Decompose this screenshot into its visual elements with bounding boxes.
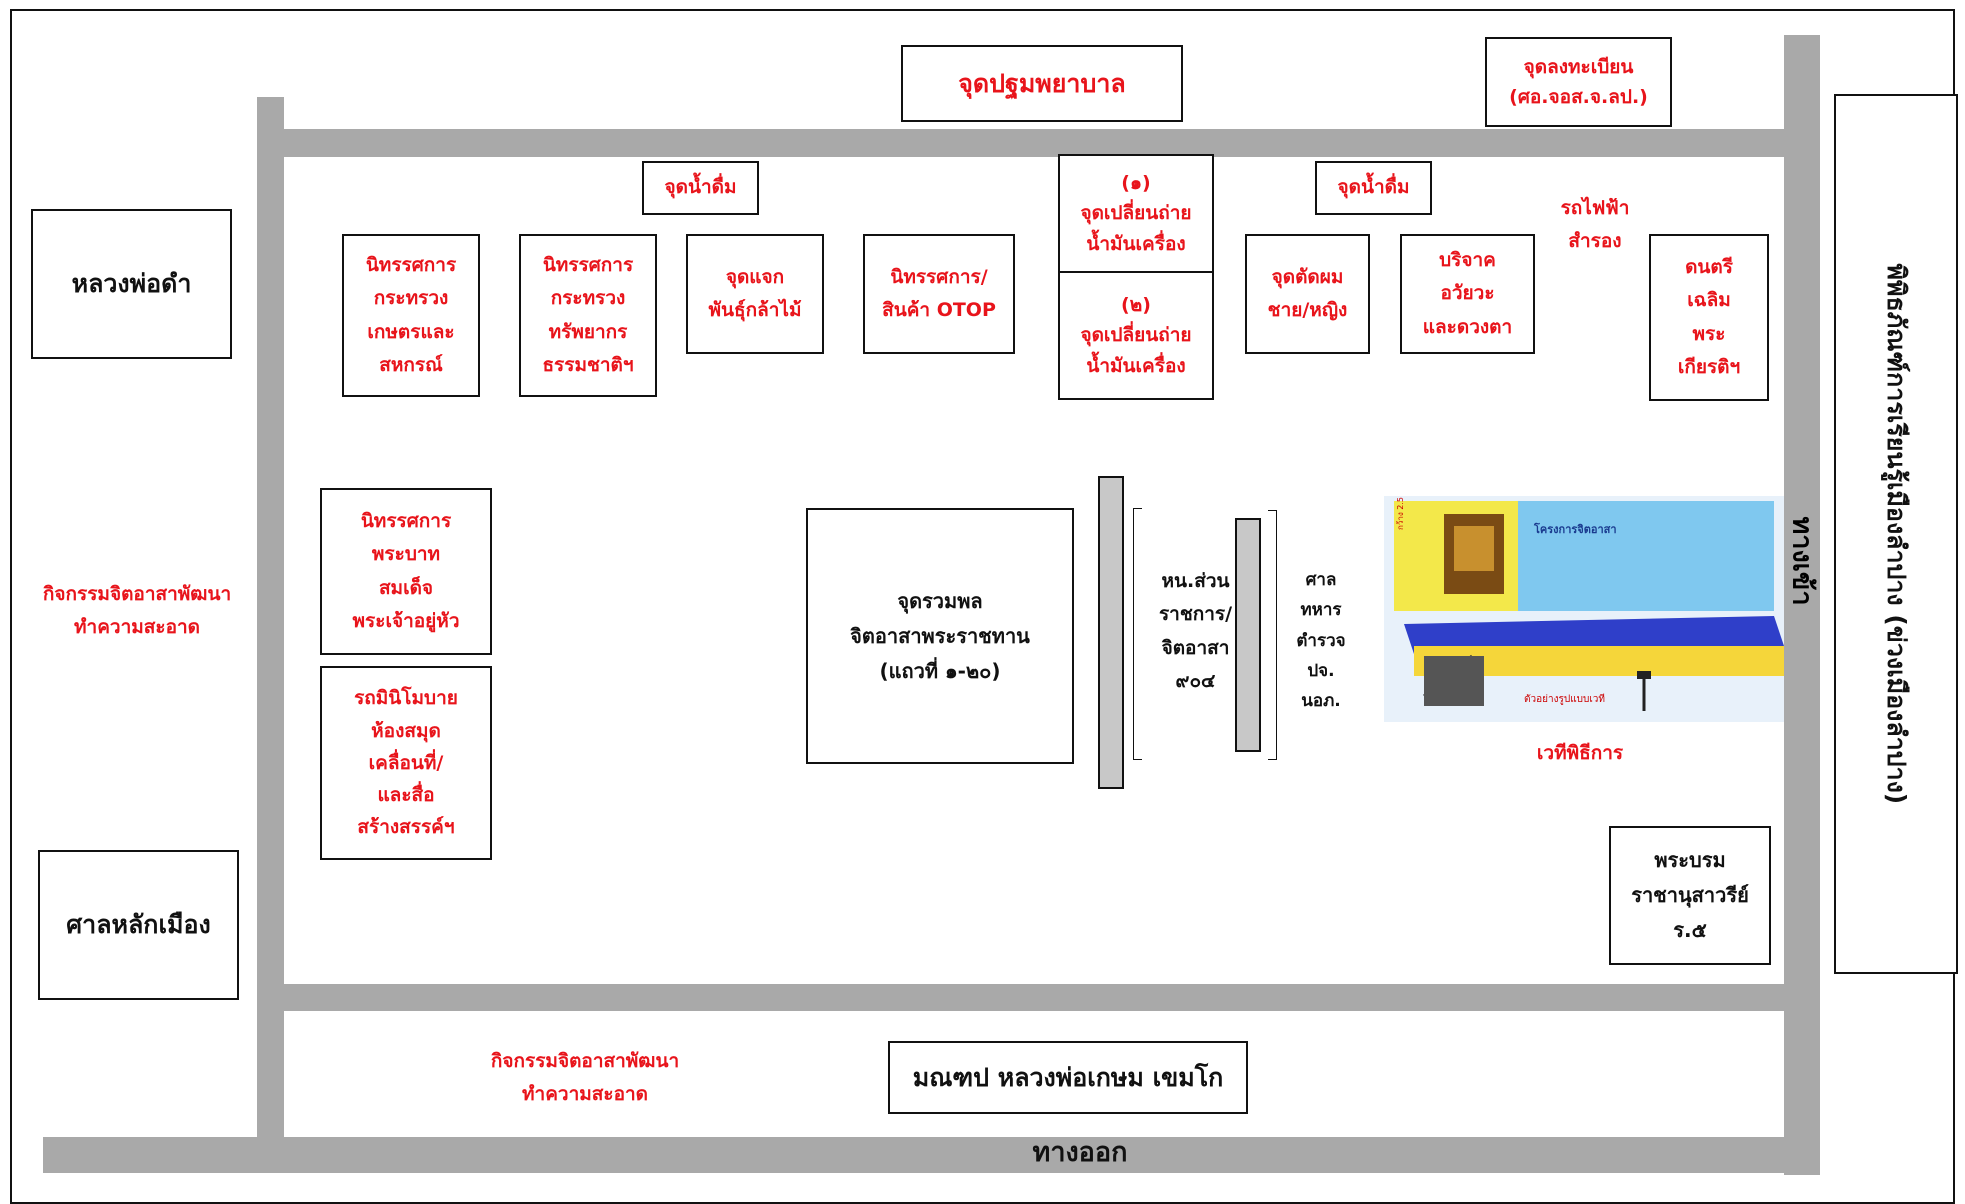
organ-donation-point: บริจาค อวัยวะ และดวงตา	[1400, 234, 1535, 354]
museum-label: พิพิธภัณฑ์การเรียนรู้เมืองลำปาง (ข่วงเมื…	[1881, 263, 1911, 805]
royal-music-stage: ดนตรี เฉลิม พระ เกียรติฯ	[1649, 234, 1769, 401]
left-volunteer-cleaning-activity: กิจกรรมจิตอาสาพัฒนา ทำความสะอาด	[42, 583, 232, 639]
ceremony-stage-illustration: โครงการจิตอาสา กว้าง 2.5 เมตร ตัวอย่างรู…	[1384, 496, 1784, 722]
government-units-label: หน.ส่วน ราชการ/ จิตอาสา ๙๐๔	[1158, 570, 1233, 692]
city-pillar-shrine: ศาลหลักเมือง	[38, 850, 239, 1000]
luang-pho-kasem-pavilion: มณฑป หลวงพ่อเกษม เขมโก	[888, 1041, 1248, 1114]
oil-change-point-1: (๑) จุดเปลี่ยนถ่าย น้ำมันเครื่อง	[1058, 154, 1214, 273]
forces-label: ศาล ทหาร ตำรวจ ปจ. นอภ.	[1296, 570, 1346, 711]
bracket-forces	[1268, 510, 1277, 760]
seating-row-forces	[1235, 518, 1261, 752]
stage-width-text: กว้าง 2.5 เมตร	[1396, 496, 1405, 530]
road-left	[257, 97, 284, 1140]
agriculture-ministry-expo: นิทรรศการ กระทรวง เกษตรและ สหกรณ์	[342, 234, 480, 397]
volunteer-assembly-point: จุดรวมพล จิตอาสาพระราชทาน (แถวที่ ๑-๒๐)	[806, 508, 1074, 764]
exit-label: ทางออก	[1032, 1137, 1128, 1168]
road-top	[257, 129, 1785, 157]
ceremony-stage-label: เวทีพิธีการ	[1536, 742, 1624, 764]
road-bottom	[43, 1137, 1820, 1173]
backup-electric-vehicle: รถไฟฟ้า สำรอง	[1560, 197, 1630, 253]
entrance-label: ทางเข้า	[1786, 516, 1818, 606]
drinking-water-point-1: จุดน้ำดื่ม	[642, 161, 759, 215]
seedling-distribution-point: จุดแจก พันธุ์กล้าไม้	[686, 234, 824, 354]
oil-change-point-2: (๒) จุดเปลี่ยนถ่าย น้ำมันเครื่อง	[1058, 271, 1214, 400]
stage-svg	[1394, 501, 1784, 711]
stage-sign-text: โครงการจิตอาสา	[1534, 523, 1617, 536]
road-middle	[284, 984, 1784, 1011]
bracket-government	[1133, 508, 1142, 760]
first-aid-point: จุดปฐมพยาบาล	[901, 45, 1183, 122]
bottom-volunteer-cleaning-activity: กิจกรรมจิตอาสาพัฒนา ทำความสะอาด	[490, 1050, 680, 1106]
natural-resources-ministry-expo: นิทรรศการ กระทรวง ทรัพยากร ธรรมชาติฯ	[519, 234, 657, 397]
luang-pho-dam-shrine: หลวงพ่อดำ	[31, 209, 232, 359]
road-right	[1784, 35, 1820, 1175]
mobile-library: รถมินิโมบาย ห้องสมุด เคลื่อนที่/ และสื่อ…	[320, 666, 492, 860]
seating-row-government	[1098, 476, 1124, 789]
otop-expo: นิทรรศการ/ สินค้า OTOP	[863, 234, 1015, 354]
stage-caption: ตัวอย่างรูปแบบเวที	[1524, 694, 1605, 705]
lampang-learning-museum: พิพิธภัณฑ์การเรียนรู้เมืองลำปาง (ข่วงเมื…	[1834, 94, 1958, 974]
royal-exhibition: นิทรรศการ พระบาท สมเด็จ พระเจ้าอยู่หัว	[320, 488, 492, 655]
king-rama-v-monument: พระบรม ราชานุสาวรีย์ ร.๕	[1609, 826, 1771, 965]
registration-point: จุดลงทะเบียน (ศอ.จอส.จ.ลป.)	[1485, 37, 1672, 127]
haircut-point: จุดตัดผม ชาย/หญิง	[1245, 234, 1370, 354]
drinking-water-point-2: จุดน้ำดื่ม	[1315, 161, 1432, 215]
